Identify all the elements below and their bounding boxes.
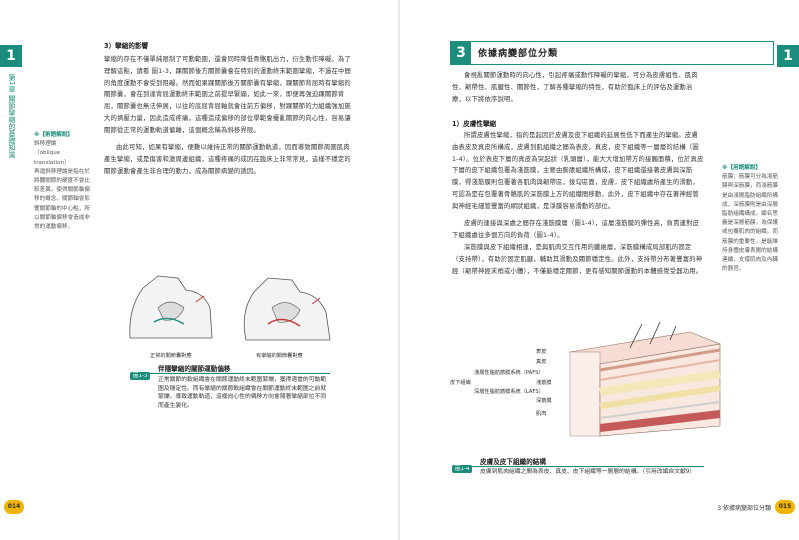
figure-caption-text: 皮膚到肌肉組織之間為表皮、真皮、皮下組織等一層層的結構。（引用改編自文獻9） — [480, 469, 696, 475]
intro-paragraph: 會視亂關節運動時的向心性，引起疼痛或動作障礙的攣縮，可分為皮膚組性、肌肉性、韌帶… — [452, 72, 698, 103]
note-text: 再運斜移理論是指在於將聽關節的硬度不會比較差異，使得關節軸偏移的概念。關節軸會影… — [34, 168, 90, 231]
paragraph: 皮膚的連接與深處之間存在淺筋膜層（圖1-4），這層淺筋膜的彈性高，負責連對皮下組… — [452, 220, 700, 239]
paragraph: 所謂皮膚性攣縮，指的是起因於皮膚及皮下組織的延展性低下而產生的攣縮。皮膚由表皮及… — [452, 132, 704, 210]
note-term-en: （oblique translation） — [34, 150, 70, 166]
sub-heading: 1）皮膚性攣縮 — [452, 120, 497, 128]
chapter-tab: 1 — [777, 45, 799, 67]
note-text: 筋膜：筋膜可分為淺筋膜與深筋膜，而淺筋膜是由淺層脂肪組織所構成，深筋膜則是由深層… — [722, 174, 778, 273]
section-title: 依據病變部位分類 — [478, 49, 559, 59]
contracture-ankle-illustration — [243, 277, 331, 341]
figure-caption-tag: 圖1-3 — [130, 362, 151, 381]
footer-chapter: 3 依據病變部位分類 — [717, 505, 771, 512]
figure-caption-title: 皮膚及皮下組織的結構 — [480, 458, 546, 466]
vertical-chapter-title: 第1章 關節攣縮的基礎知識 — [8, 74, 16, 158]
caption-divider — [452, 466, 704, 467]
note-title: ※【術語解說】 — [34, 132, 74, 138]
figure-caption-tag: 圖1-4 — [452, 455, 473, 474]
label-lafs: 深層性脂肪筋膜系統（LAFS） — [474, 389, 544, 395]
right-page: 1 3 依據病變部位分類 會視亂關節運動時的向心性，引起疼痛或動作障礙的攣縮，可… — [400, 0, 799, 540]
label-subcutaneous: 皮下組織 — [450, 380, 471, 386]
section-header: 3 依據病變部位分類 — [450, 41, 774, 65]
paragraph: 由此可知，如果有攣縮，便難以維持正常的關節運動軌道，因而導致關節周圍肌肉產生攣縮… — [104, 144, 351, 175]
figure-caption-title: 伴隨攣縮的關節運動偏移 — [158, 365, 231, 373]
skin-block-illustration — [568, 322, 722, 437]
section-heading: 3）攣縮的影響 — [104, 42, 149, 50]
page-number: 014 — [4, 500, 24, 514]
contracture-joint-label: 有攣縮的關節囊對應 — [256, 353, 303, 359]
section-number: 3 — [451, 42, 471, 64]
note-term: 斜移理論 — [34, 141, 57, 148]
page-number: 015 — [775, 500, 795, 514]
label-pafs: 淺層性脂肪筋膜系統（PAFS） — [474, 370, 544, 376]
term-note: ※【用語解說】 筋膜：筋膜可分為淺筋膜與深筋膜，而淺筋膜是由淺層脂肪組織所構成，… — [722, 164, 782, 274]
term-note: ※【術語解說】 斜移理論 （oblique translation） 再運斜移理… — [34, 131, 92, 232]
left-page: 1 第1章 關節攣縮的基礎知識 3）攣縮的影響 攣縮的存在不僅單純限制了可動範圍… — [0, 0, 399, 540]
figure-caption-text: 正常關節的軟組織會在關節運動終末範圍緊繃，獲得適當的可動範圍及穩定性。而有攣縮的… — [158, 377, 327, 409]
note-title: ※【用語解說】 — [722, 165, 762, 171]
label-epidermis: 表皮 — [536, 349, 547, 355]
caption-divider — [130, 373, 330, 374]
chapter-tab: 1 — [0, 45, 22, 67]
label-deep-fascia: 深筋膜 — [536, 398, 552, 404]
normal-ankle-illustration — [129, 275, 213, 339]
book-spine — [398, 0, 400, 540]
label-dermis: 真皮 — [536, 359, 547, 365]
ankle-figure — [129, 275, 331, 341]
paragraph: 深筋膜與皮下組織相連，是與肌肉交互作用的纖維層，深筋膜構成局部肌的固定（支持帶）… — [452, 244, 703, 275]
normal-joint-label: 正常的關節囊對應 — [150, 353, 192, 359]
paragraph: 攣縮的存在不僅單純限制了可動範圍，還會同時降低骨骼肌出力，衍生動作障礙。為了理解… — [104, 56, 351, 134]
label-superficial-fascia: 淺筋膜 — [536, 380, 552, 386]
label-muscle: 肌肉 — [536, 411, 547, 417]
skin-layer-figure — [568, 322, 722, 437]
